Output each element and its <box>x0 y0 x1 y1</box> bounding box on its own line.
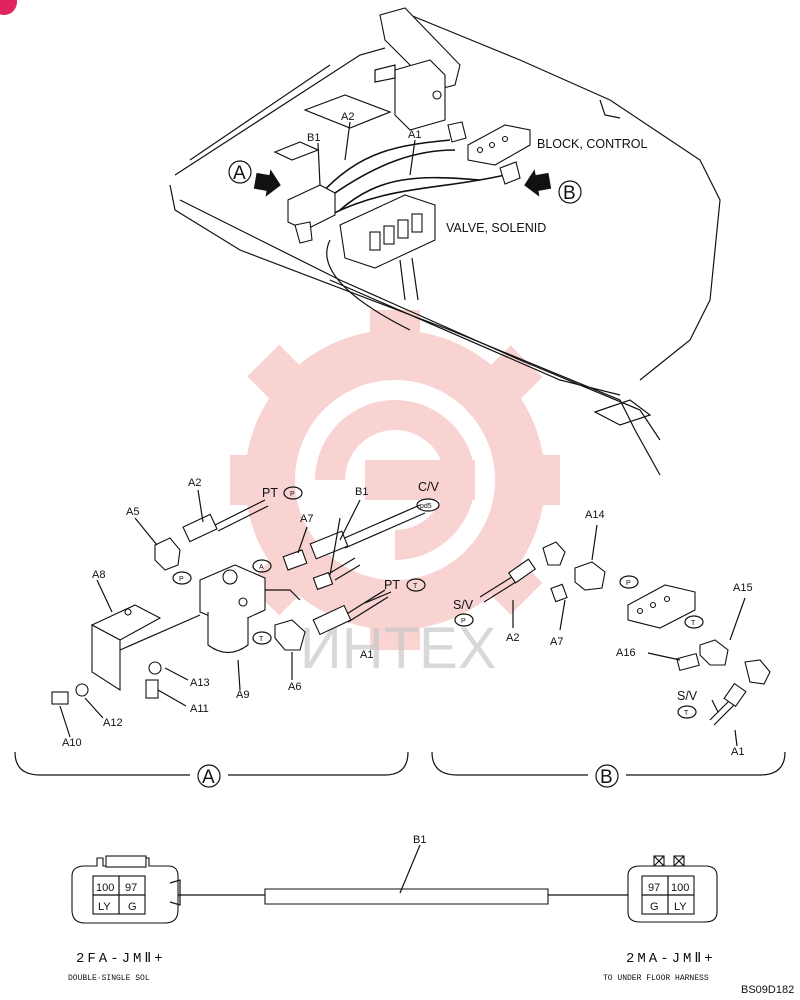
footer-code: BS09D182 <box>741 984 794 996</box>
left-pin-100: 100 <box>96 882 114 894</box>
label-a12: A12 <box>103 717 123 729</box>
connector-left: 100 97 LY G <box>71 855 181 924</box>
right-pin-100: 100 <box>671 882 689 894</box>
label-a14: A14 <box>585 509 605 521</box>
corner-badge <box>0 0 17 15</box>
label-a6: A6 <box>288 681 301 693</box>
harness-b1: B1 100 97 LY G 2FA-JMⅡ+ DOUBLE·SINGLE SO… <box>68 834 718 983</box>
right-connector-code: 2MA-JMⅡ+ <box>626 951 716 967</box>
tag-t-2: T <box>259 636 264 643</box>
label-block-control: BLOCK, CONTROL <box>537 137 647 151</box>
label-a11: A11 <box>190 703 209 715</box>
connector-right: 97 100 G LY <box>627 855 718 923</box>
label-a1-top: A1 <box>408 129 421 141</box>
label-a9: A9 <box>236 689 249 701</box>
label-a13: A13 <box>190 677 210 689</box>
tag-a: A <box>259 564 264 571</box>
label-a8: A8 <box>92 569 105 581</box>
label-a10: A10 <box>62 737 82 749</box>
left-pin-g: G <box>128 901 137 913</box>
label-b1-detail-a: B1 <box>355 486 368 498</box>
left-pin-97: 97 <box>125 882 137 894</box>
detail-b-view: A14 P S/V P A2 A7 A15 T A16 S/V T A1 B <box>431 509 786 788</box>
label-sv-1: S/V <box>453 598 474 612</box>
callout-b-top: B <box>563 183 576 204</box>
tag-t-b2: T <box>684 710 689 717</box>
label-a1-detail-b: A1 <box>731 746 744 758</box>
tag-p-2: P <box>179 576 184 583</box>
tag-pd5: pd5 <box>420 503 432 510</box>
label-a16: A16 <box>616 647 636 659</box>
label-a5: A5 <box>126 506 139 518</box>
label-valve-solenid: VALVE, SOLENID <box>446 221 546 235</box>
tag-p-b1: P <box>626 580 631 587</box>
tag-p-1: P <box>290 491 295 498</box>
label-a7-detail-b: A7 <box>550 636 563 648</box>
label-pt-p: PT <box>262 486 278 500</box>
callout-a-detail: A <box>202 767 215 788</box>
label-a2-detail-a: A2 <box>188 477 201 489</box>
detail-a-view: A2 PT P B1 C/V pd5 A5 A7 A P A8 PT T T A… <box>14 477 440 788</box>
label-sv-2: S/V <box>677 689 698 703</box>
callout-b-detail: B <box>600 767 613 788</box>
label-a1-detail-a: A1 <box>360 649 373 661</box>
label-b1-top: B1 <box>307 132 320 144</box>
left-connector-desc: DOUBLE·SINGLE SOL <box>68 974 150 983</box>
watermark-logo <box>230 310 560 650</box>
left-pin-ly: LY <box>98 901 111 913</box>
label-b1-harness: B1 <box>413 834 426 846</box>
left-connector-code: 2FA-JMⅡ+ <box>76 951 166 967</box>
top-assembly-view: A B A2 A1 B1 BLOCK, CONTROL VALVE, SOLEN… <box>169 7 721 476</box>
right-pin-g: G <box>650 901 659 913</box>
right-connector-desc: TO UNDER FLOOR HARNESS <box>603 974 709 983</box>
label-a7-detail-a: A7 <box>300 513 313 525</box>
label-pt-t: PT <box>384 578 400 592</box>
callout-a-top: A <box>233 163 246 184</box>
label-a15: A15 <box>733 582 753 594</box>
right-pin-97: 97 <box>648 882 660 894</box>
tag-t-b1: T <box>691 620 696 627</box>
tag-p-b2: P <box>461 618 466 625</box>
right-pin-ly: LY <box>674 901 687 913</box>
label-cv: C/V <box>418 480 440 494</box>
label-a2-top: A2 <box>341 111 354 123</box>
label-a2-detail-b: A2 <box>506 632 519 644</box>
tag-t-1: T <box>413 583 418 590</box>
